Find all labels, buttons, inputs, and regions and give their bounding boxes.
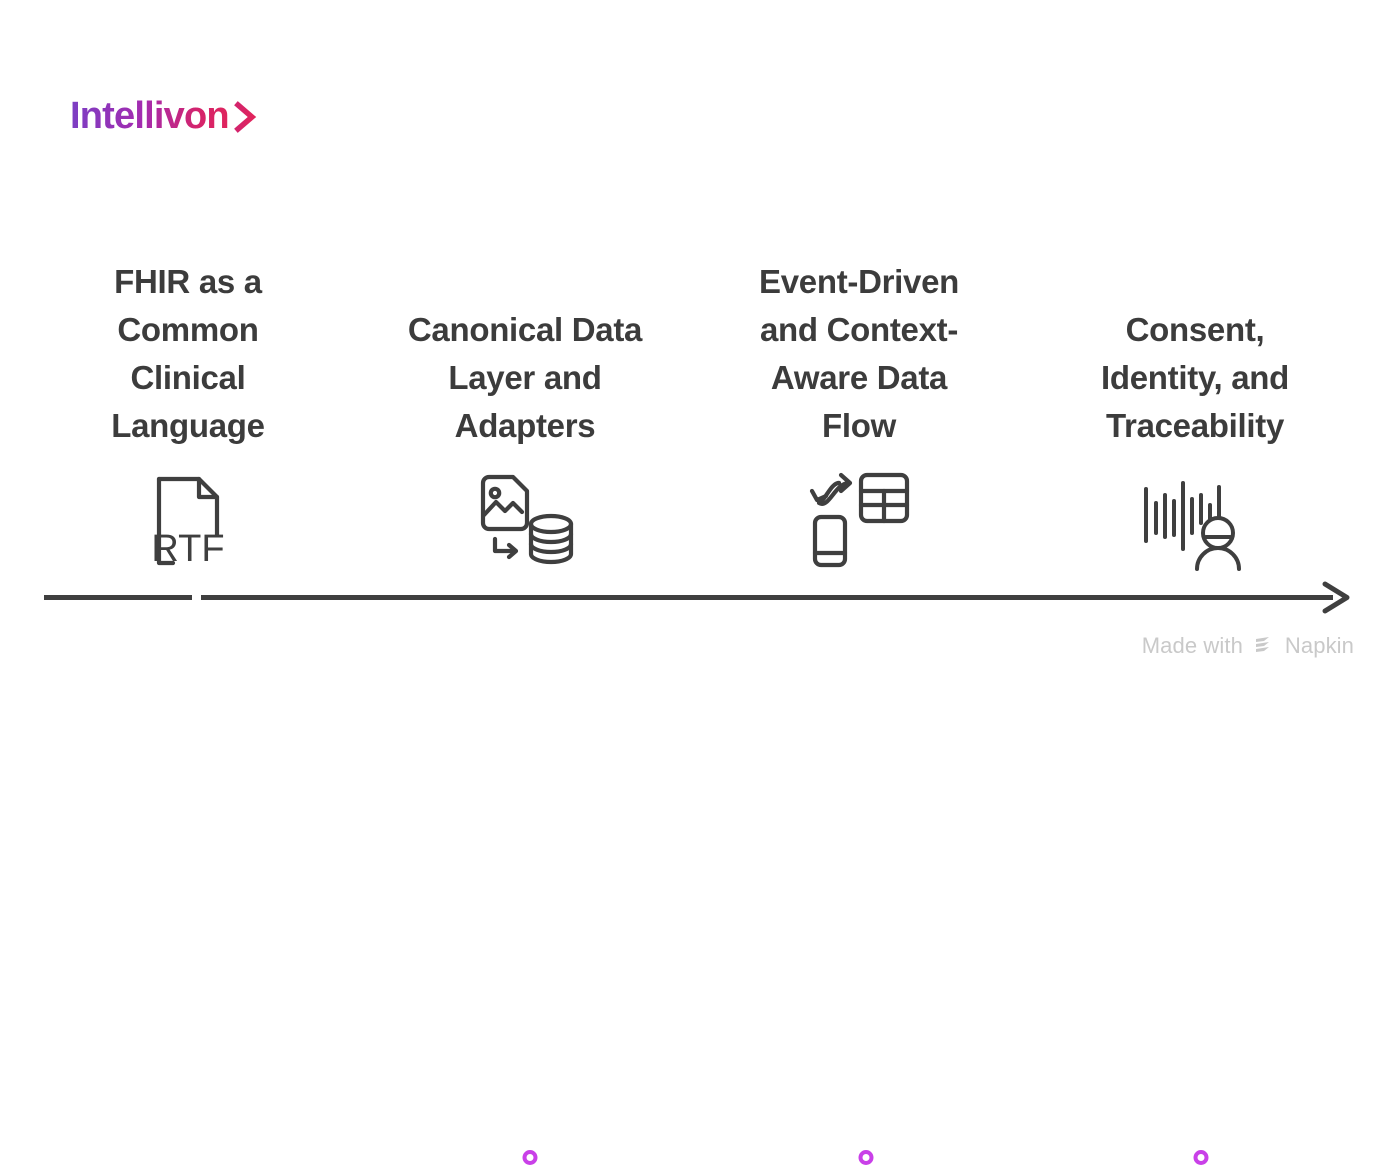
step-title-line: Flow [822,407,896,444]
step-title-line: Consent, [1125,311,1265,348]
step-title-1: FHIR as a Common Clinical Language [57,250,319,450]
step-title-line: Canonical Data [407,311,643,348]
step-title-line: Event-Driven [759,263,959,300]
mobile-exchange-table-icon [805,469,913,578]
step-title-line: Adapters [454,407,596,444]
napkin-label: Napkin [1284,633,1354,658]
arrow-right-icon [1322,581,1350,614]
step-title-line: Clinical [130,359,246,396]
brand-name: Intellivon [70,95,230,137]
step-title-line: Layer and [448,359,602,396]
step-icon-1: RTF [57,466,319,578]
step-title-3: Event-Driven and Context- Aware Data Flo… [728,250,990,450]
step-title-line: Aware Data [770,359,948,396]
svg-text:RTF: RTF [151,528,224,570]
timeline-node-4[interactable] [1193,1150,1209,1165]
step-title-2: Canonical Data Layer and Adapters [394,250,656,450]
step-title-line: Identity, and [1101,359,1289,396]
step-icon-2 [394,466,656,578]
timeline-axis [44,581,1350,614]
timeline [0,560,1392,1165]
step-title-line: Language [111,407,265,444]
napkin-logo-icon [1252,634,1276,658]
timeline-node-3[interactable] [858,1150,874,1165]
timeline-node-2[interactable] [522,1150,538,1165]
made-with-label: Made with [1141,633,1243,658]
image-to-database-icon [469,469,581,578]
voiceprint-identity-icon [1140,469,1250,578]
step-title-line: Traceability [1106,407,1284,444]
step-title-line: FHIR as a [114,263,262,300]
steps-container: FHIR as a Common Clinical Language RTF [57,250,1326,578]
chevron-right-icon [231,97,261,137]
made-with-napkin-footer[interactable]: Made with Napkin [1142,633,1354,659]
brand-logo[interactable]: Intellivon [70,92,261,140]
step-icon-4 [1064,466,1326,578]
step-title-4: Consent, Identity, and Traceability [1064,250,1326,450]
step-icon-3 [728,466,990,578]
rtf-document-icon: RTF [136,469,240,578]
step-title-line: and Context- [759,311,959,348]
step-title-line: Common [117,311,259,348]
